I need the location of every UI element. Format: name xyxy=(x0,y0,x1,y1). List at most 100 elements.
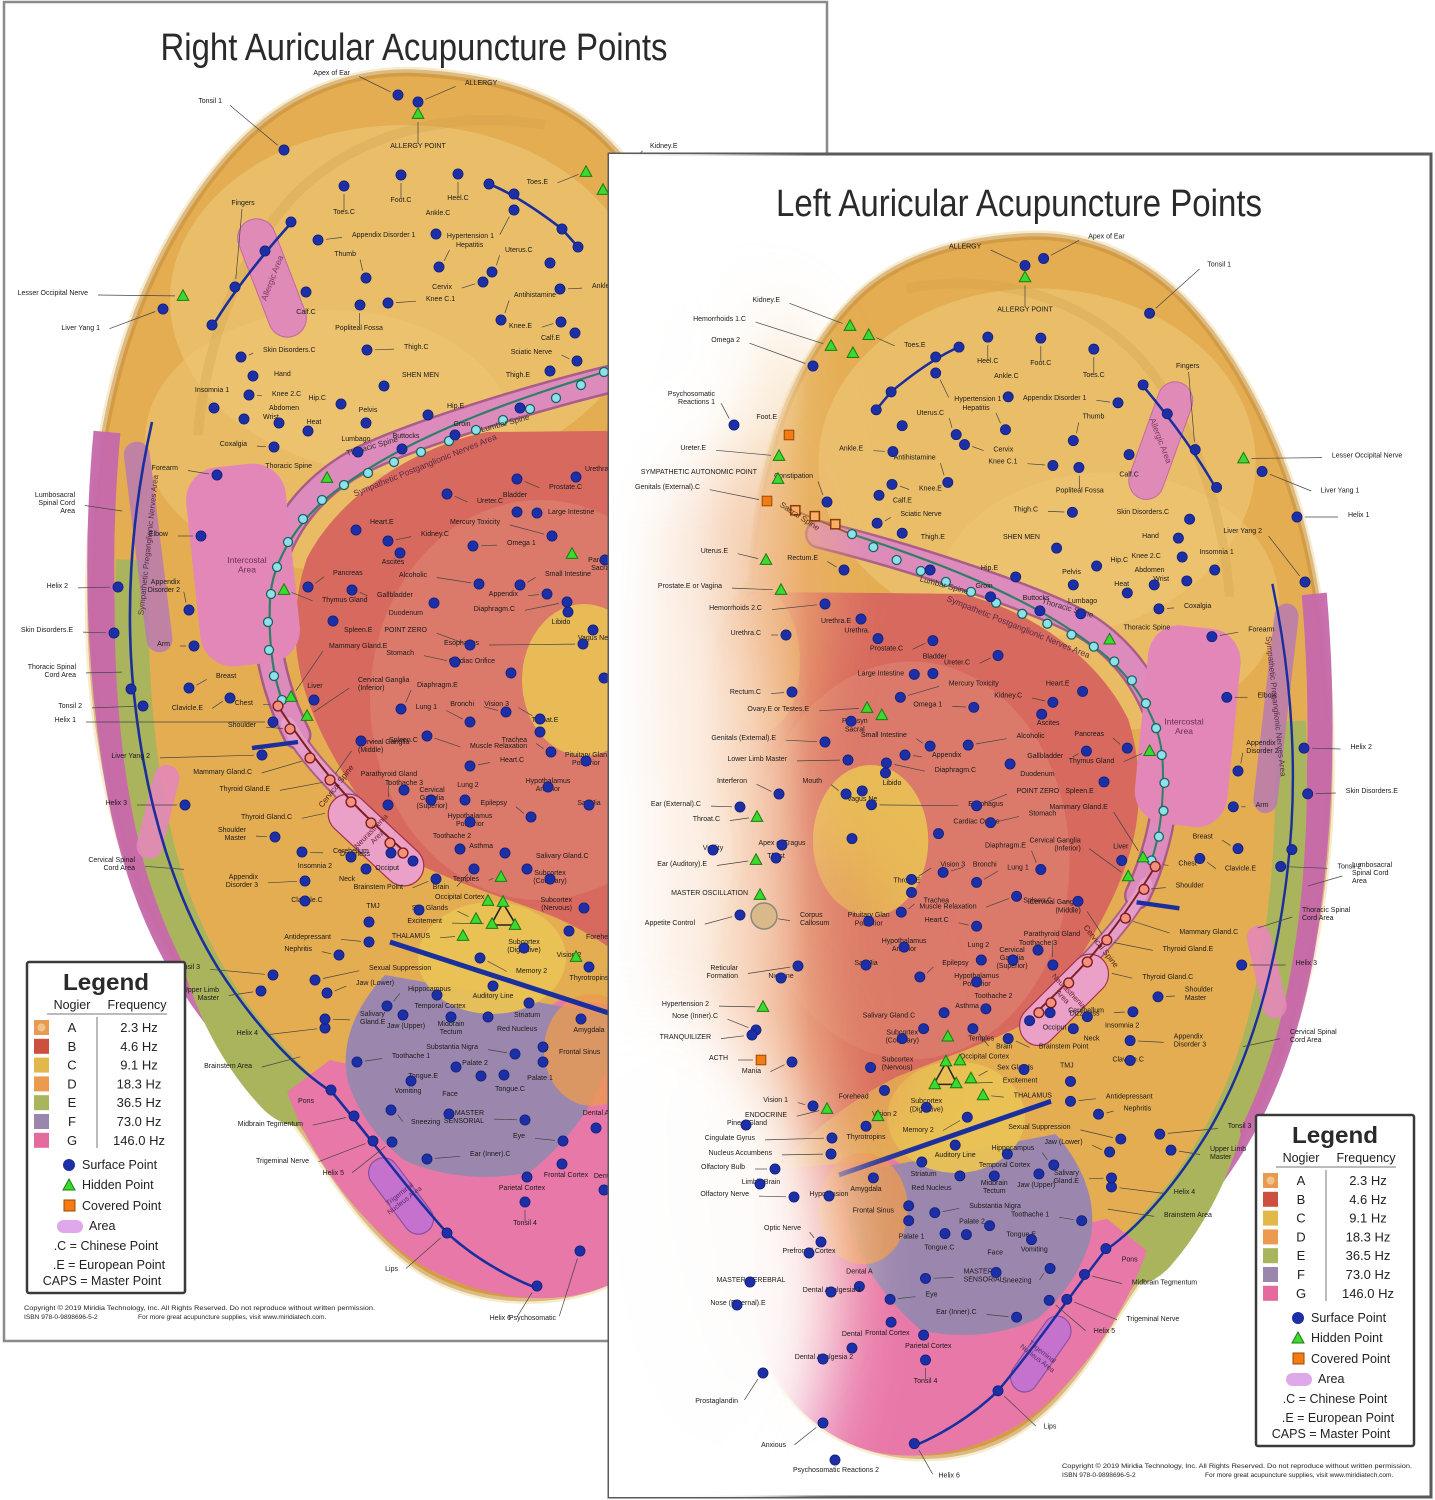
svg-text:9.1 Hz: 9.1 Hz xyxy=(120,1058,158,1073)
svg-text:Duodenum: Duodenum xyxy=(1020,771,1054,778)
svg-text:Lumbago: Lumbago xyxy=(1068,598,1097,605)
svg-text:73.0 Hz: 73.0 Hz xyxy=(117,1114,162,1129)
svg-text:Fingers: Fingers xyxy=(1176,363,1200,370)
svg-text:Neck: Neck xyxy=(339,876,355,883)
svg-text:Thymus Gland: Thymus Gland xyxy=(322,597,368,604)
svg-text:Cingulate Gyrus: Cingulate Gyrus xyxy=(705,1135,756,1142)
svg-text:Vision 2: Vision 2 xyxy=(872,1111,897,1118)
svg-text:Lips: Lips xyxy=(385,1266,398,1273)
svg-text:Heel.C: Heel.C xyxy=(977,358,998,365)
svg-text:Lung 1: Lung 1 xyxy=(416,704,438,711)
svg-text:Coxalgia: Coxalgia xyxy=(1184,603,1211,610)
svg-text:Elbow: Elbow xyxy=(149,531,169,538)
svg-text:Neck: Neck xyxy=(1084,1036,1100,1043)
svg-text:Helix 4: Helix 4 xyxy=(237,1030,259,1037)
svg-text:Heat: Heat xyxy=(1114,581,1129,588)
svg-text:Thigh.E: Thigh.E xyxy=(921,534,945,541)
svg-text:Area: Area xyxy=(238,565,256,575)
svg-text:Clavicle.E: Clavicle.E xyxy=(172,705,203,712)
svg-text:SHEN MEN: SHEN MEN xyxy=(402,372,439,379)
svg-text:Constipation: Constipation xyxy=(774,473,813,480)
svg-text:Tonsil 2: Tonsil 2 xyxy=(1338,864,1362,871)
svg-text:Clavicle.E: Clavicle.E xyxy=(1225,866,1256,873)
svg-text:Helix 1: Helix 1 xyxy=(1348,512,1370,519)
svg-text:Mammary Gland.C: Mammary Gland.C xyxy=(193,769,252,776)
svg-text:Vagus Ne: Vagus Ne xyxy=(847,796,877,803)
svg-text:Hypertension 2: Hypertension 2 xyxy=(662,1001,709,1008)
svg-text:Vision 3: Vision 3 xyxy=(940,862,965,869)
svg-text:G: G xyxy=(1296,1286,1306,1301)
svg-text:Toes.C: Toes.C xyxy=(333,209,355,216)
svg-text:Small Intestine: Small Intestine xyxy=(545,571,591,578)
svg-text:Forearm: Forearm xyxy=(1248,627,1275,634)
svg-text:Popliteal Fossa: Popliteal Fossa xyxy=(335,325,383,332)
svg-text:Sexual Suppression: Sexual Suppression xyxy=(369,965,431,972)
svg-text:Helix 3: Helix 3 xyxy=(106,800,128,807)
svg-text:Dental A: Dental A xyxy=(846,1268,873,1275)
svg-text:TRANQUILIZER: TRANQUILIZER xyxy=(660,1034,711,1041)
svg-text:Thoracic Spine: Thoracic Spine xyxy=(1124,625,1171,632)
svg-text:Toes.E: Toes.E xyxy=(527,179,549,186)
svg-text:Appendix: Appendix xyxy=(489,591,519,598)
svg-text:A: A xyxy=(1297,1173,1306,1188)
svg-text:Omega 2: Omega 2 xyxy=(711,337,740,344)
svg-text:Uterus.E: Uterus.E xyxy=(701,548,729,555)
svg-text:Diaphragm.C: Diaphragm.C xyxy=(474,606,515,613)
svg-text:Hemorrhoids 1.C: Hemorrhoids 1.C xyxy=(693,316,746,323)
svg-text:Psychosomatic: Psychosomatic xyxy=(509,1315,557,1322)
svg-text:Cervical Ganglia(Inferior): Cervical Ganglia(Inferior) xyxy=(358,677,409,692)
svg-text:Abdomen: Abdomen xyxy=(269,405,299,412)
svg-text:Heart.C: Heart.C xyxy=(500,757,524,764)
svg-text:E: E xyxy=(1297,1248,1306,1263)
svg-text:Knee 2.C: Knee 2.C xyxy=(272,391,301,398)
svg-text:Foot.E: Foot.E xyxy=(756,414,777,421)
svg-text:Salivary Gland.C: Salivary Gland.C xyxy=(536,853,589,860)
svg-text:Eye: Eye xyxy=(926,1291,938,1298)
svg-text:Pancreas: Pancreas xyxy=(1074,731,1104,738)
svg-text:SYMPATHETIC AUTONOMIC POINT: SYMPATHETIC AUTONOMIC POINT xyxy=(641,469,758,476)
svg-text:E: E xyxy=(68,1095,77,1110)
svg-text:Breast: Breast xyxy=(216,673,236,680)
svg-text:Ankle.E: Ankle.E xyxy=(839,446,863,453)
svg-text:Frontal Cortex: Frontal Cortex xyxy=(544,1172,589,1179)
svg-text:Stomach: Stomach xyxy=(1029,811,1057,818)
svg-text:ALLERGY: ALLERGY xyxy=(949,244,982,251)
svg-text:ALLERGY POINT: ALLERGY POINT xyxy=(390,143,446,150)
svg-text:Toothache 3: Toothache 3 xyxy=(385,780,423,787)
svg-text:ALLERGY POINT: ALLERGY POINT xyxy=(997,306,1053,313)
svg-text:Hepatitis: Hepatitis xyxy=(456,242,484,249)
svg-text:Palate 1: Palate 1 xyxy=(527,1075,553,1082)
svg-text:Palate 2: Palate 2 xyxy=(462,1060,488,1067)
svg-text:Kidney.C: Kidney.C xyxy=(994,692,1022,699)
svg-text:Brainstem Point: Brainstem Point xyxy=(1039,1044,1088,1051)
svg-text:Mania: Mania xyxy=(742,1068,761,1075)
svg-text:Mercury Toxicity: Mercury Toxicity xyxy=(450,519,501,526)
svg-text:Toothache 1: Toothache 1 xyxy=(392,1053,430,1060)
svg-text:Tonsil 3: Tonsil 3 xyxy=(176,964,200,971)
svg-text:Dental A: Dental A xyxy=(583,1110,610,1117)
svg-text:Duodenum: Duodenum xyxy=(389,610,423,617)
svg-text:Mercury Toxicity: Mercury Toxicity xyxy=(949,680,1000,687)
svg-text:Helix 4: Helix 4 xyxy=(1174,1189,1196,1196)
svg-text:Surface Point: Surface Point xyxy=(82,1158,158,1172)
svg-text:C: C xyxy=(67,1058,76,1073)
svg-text:Pons: Pons xyxy=(1122,1257,1138,1264)
svg-text:Insomnia 2: Insomnia 2 xyxy=(298,863,332,870)
svg-text:2.3 Hz: 2.3 Hz xyxy=(1349,1173,1387,1188)
svg-text:Diaphragm.E: Diaphragm.E xyxy=(985,843,1026,850)
svg-text:Sexual Suppression: Sexual Suppression xyxy=(1008,1124,1070,1131)
svg-text:Knee C.1: Knee C.1 xyxy=(988,459,1017,466)
svg-text:Sneezing: Sneezing xyxy=(411,1119,440,1126)
svg-text:Heart.C: Heart.C xyxy=(925,917,949,924)
svg-text:Brainstem Area: Brainstem Area xyxy=(204,1063,252,1070)
svg-text:Insomnia 1: Insomnia 1 xyxy=(195,387,229,394)
svg-text:Ear (Inner).C: Ear (Inner).C xyxy=(470,1151,510,1158)
svg-text:Frequency: Frequency xyxy=(107,998,167,1012)
svg-text:18.3 Hz: 18.3 Hz xyxy=(1346,1229,1391,1244)
svg-text:Thyroid Gland.C: Thyroid Gland.C xyxy=(1142,974,1193,981)
svg-text:THALAMUS: THALAMUS xyxy=(1014,1092,1052,1099)
svg-text:Knee 2.C: Knee 2.C xyxy=(1132,553,1161,560)
svg-text:Thumb: Thumb xyxy=(1083,414,1105,421)
